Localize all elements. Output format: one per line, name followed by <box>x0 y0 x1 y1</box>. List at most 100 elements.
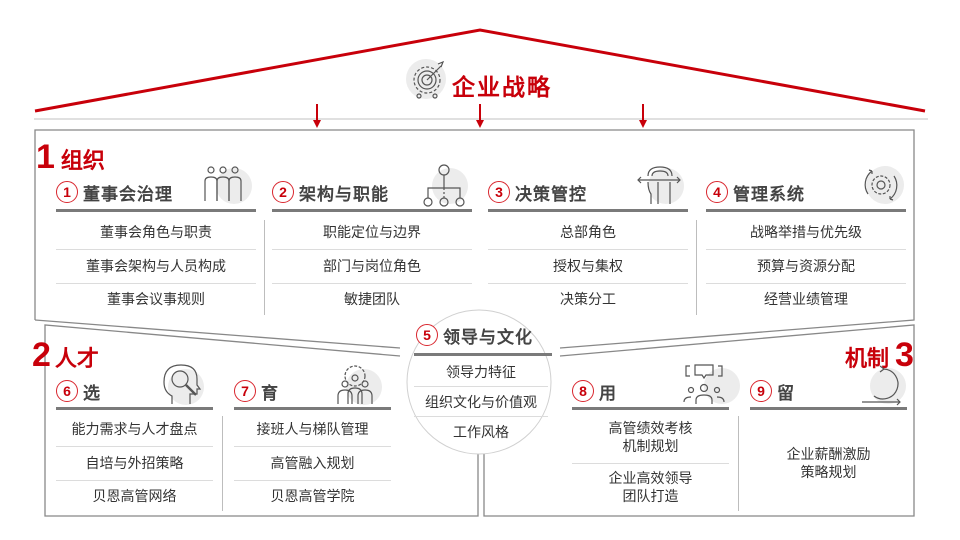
icon-bg <box>216 168 252 204</box>
card-title: 决策管控 <box>515 184 587 205</box>
card-title: 留 <box>777 383 795 404</box>
card-header: 3 决策管控 <box>488 177 587 207</box>
icon-bg <box>648 168 684 204</box>
section-number: 3 <box>895 336 914 374</box>
card-number-badge: 6 <box>56 380 78 402</box>
card-header: 6 选 <box>56 376 101 406</box>
list-item: 工作风格 <box>453 425 509 441</box>
card-number-badge: 4 <box>706 181 728 203</box>
list-item: 企业薪酬激励 策略规划 <box>786 447 871 481</box>
divider <box>706 249 906 250</box>
card-header: 9 留 <box>750 376 795 406</box>
arrow-down-icon <box>313 104 321 128</box>
list-item: 接班人与梯队管理 <box>256 422 369 438</box>
divider <box>488 283 688 284</box>
column-divider <box>222 416 223 511</box>
divider <box>234 480 391 481</box>
list-item: 部门与岗位角色 <box>323 259 421 275</box>
list-item: 战略举措与优先级 <box>750 225 862 241</box>
divider <box>414 386 548 387</box>
list-item: 贝恩高管网络 <box>92 489 177 505</box>
card-header: 8 用 <box>572 376 617 406</box>
card-number-badge: 5 <box>416 324 438 346</box>
card-title: 董事会治理 <box>83 184 173 205</box>
leadership-circle <box>406 309 552 455</box>
divider <box>56 480 213 481</box>
card-header: 4 管理系统 <box>706 177 805 207</box>
list-item: 高管绩效考核 机制规划 <box>608 421 693 455</box>
divider <box>56 446 213 447</box>
column-divider <box>738 416 739 511</box>
list-item: 贝恩高管学院 <box>270 489 355 505</box>
head-gear-icon <box>637 166 681 204</box>
list-item: 高管融入规划 <box>270 456 355 472</box>
card-header-bar <box>56 407 213 410</box>
divider <box>488 249 688 250</box>
section-number: 2 <box>32 336 51 374</box>
section-org-label: 1 组织 <box>36 140 105 175</box>
section-title: 组织 <box>60 149 105 174</box>
list-item: 董事会架构与人员构成 <box>86 259 226 275</box>
team-chat-icon <box>683 364 725 404</box>
mechanism-box <box>483 324 915 517</box>
divider <box>414 416 548 417</box>
card-header-bar <box>572 407 729 410</box>
arrow-down-icon <box>476 104 484 128</box>
target-icon <box>413 60 445 99</box>
list-item: 授权与集权 <box>553 259 623 275</box>
org-chart-icon <box>423 164 465 207</box>
card-header-bar <box>56 209 256 212</box>
team-gear-icon <box>337 365 373 404</box>
card-title: 架构与职能 <box>299 184 389 205</box>
list-item: 总部角色 <box>560 225 616 241</box>
people-group-icon <box>204 166 242 201</box>
card-number-badge: 2 <box>272 181 294 203</box>
card-number-badge: 7 <box>234 380 256 402</box>
card-header: 7 育 <box>234 376 279 406</box>
card-title: 育 <box>261 383 279 404</box>
strategy-title: 企业战略 <box>452 75 552 101</box>
target-icon-bg <box>406 59 446 99</box>
card-title: 用 <box>599 383 617 404</box>
card-header-bar <box>234 407 391 410</box>
column-divider <box>264 220 265 315</box>
divider <box>272 249 472 250</box>
card-number-badge: 3 <box>488 181 510 203</box>
list-item: 能力需求与人才盘点 <box>71 422 198 438</box>
card-title: 管理系统 <box>733 184 805 205</box>
talent-box <box>44 324 479 517</box>
roof-line <box>34 28 926 113</box>
card-header: 5 领导与文化 <box>416 320 533 350</box>
card-header-bar <box>272 209 472 212</box>
list-item: 决策分工 <box>560 292 616 308</box>
card-header-bar <box>414 353 552 356</box>
cycle-arrow-icon <box>862 365 901 406</box>
list-item: 董事会议事规则 <box>107 292 205 308</box>
card-header-bar <box>488 209 688 212</box>
list-item: 董事会角色与职责 <box>100 225 212 241</box>
head-magnifier-icon <box>163 364 202 404</box>
section-talent-label: 2 人才 <box>32 338 99 373</box>
list-item: 企业高效领导 团队打造 <box>608 471 693 505</box>
card-title: 选 <box>83 383 101 404</box>
list-item: 职能定位与边界 <box>323 225 421 241</box>
card-title: 领导与文化 <box>443 327 533 348</box>
card-number-badge: 8 <box>572 380 594 402</box>
gear-cycle-icon <box>864 169 898 201</box>
list-item: 领导力特征 <box>446 365 516 381</box>
column-divider <box>696 220 697 315</box>
card-header: 2 架构与职能 <box>272 177 389 207</box>
divider <box>272 283 472 284</box>
arrow-down-icon <box>639 104 647 128</box>
list-item: 自培与外招策略 <box>85 456 184 472</box>
card-header-bar <box>706 209 906 212</box>
list-item: 敏捷团队 <box>344 292 400 308</box>
list-item: 经营业绩管理 <box>764 292 848 308</box>
card-number-badge: 1 <box>56 181 78 203</box>
card-number-badge: 9 <box>750 380 772 402</box>
divider <box>234 446 391 447</box>
section-number: 1 <box>36 138 55 176</box>
card-header: 1 董事会治理 <box>56 177 173 207</box>
divider <box>706 283 906 284</box>
